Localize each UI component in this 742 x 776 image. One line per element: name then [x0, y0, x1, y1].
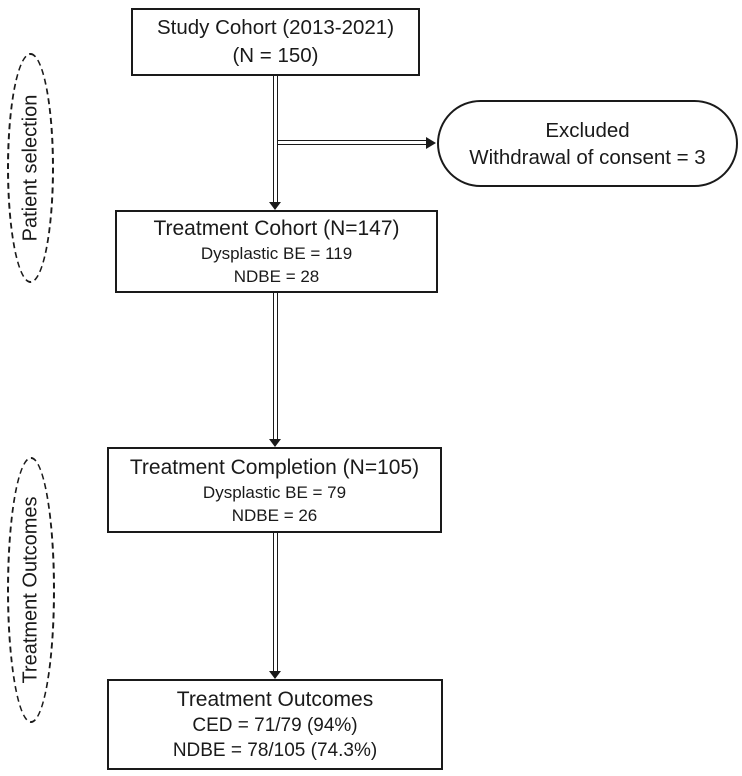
treatment-cohort-box: Treatment Cohort (N=147) Dysplastic BE =… [115, 210, 438, 293]
treatment-completion-line2: Dysplastic BE = 79 [202, 482, 347, 502]
connector-branch-to-excluded [278, 140, 427, 145]
treatment-cohort-line2: Dysplastic BE = 119 [200, 244, 353, 263]
study-cohort-line2: (N = 150) [232, 44, 319, 67]
excluded-box: Excluded Withdrawal of consent = 3 [437, 100, 738, 187]
treatment-cohort-line3: NDBE = 28 [233, 267, 320, 286]
treatment-outcomes-stage-label: Treatment Outcomes [19, 496, 42, 684]
arrowhead-down-icon [269, 439, 281, 447]
connector-completion-to-outcomes [273, 533, 278, 673]
treatment-completion-title: Treatment Completion (N=105) [129, 455, 420, 479]
connector-study-to-cohort [273, 76, 278, 203]
treatment-outcomes-line2: CED = 71/79 (94%) [192, 715, 358, 736]
treatment-outcomes-box: Treatment Outcomes CED = 71/79 (94%) NDB… [107, 679, 443, 770]
patient-selection-stage-ellipse: Patient selection [7, 53, 54, 283]
treatment-completion-box: Treatment Completion (N=105) Dysplastic … [107, 447, 442, 533]
study-cohort-box: Study Cohort (2013-2021) (N = 150) [131, 8, 420, 76]
treatment-outcomes-line3: NDBE = 78/105 (74.3%) [172, 740, 378, 761]
patient-selection-stage-label: Patient selection [19, 94, 41, 242]
treatment-completion-line3: NDBE = 26 [231, 505, 318, 525]
treatment-outcomes-title: Treatment Outcomes [176, 688, 374, 711]
treatment-cohort-title: Treatment Cohort (N=147) [153, 217, 400, 240]
excluded-line1: Excluded [545, 118, 630, 142]
excluded-line2: Withdrawal of consent = 3 [469, 145, 706, 169]
study-cohort-line1: Study Cohort (2013-2021) [156, 16, 395, 39]
connector-cohort-to-completion [273, 293, 278, 441]
arrowhead-right-icon [426, 136, 436, 149]
treatment-outcomes-stage-ellipse: Treatment Outcomes [7, 457, 55, 723]
arrowhead-down-icon [269, 202, 281, 210]
arrowhead-down-icon [269, 671, 281, 679]
